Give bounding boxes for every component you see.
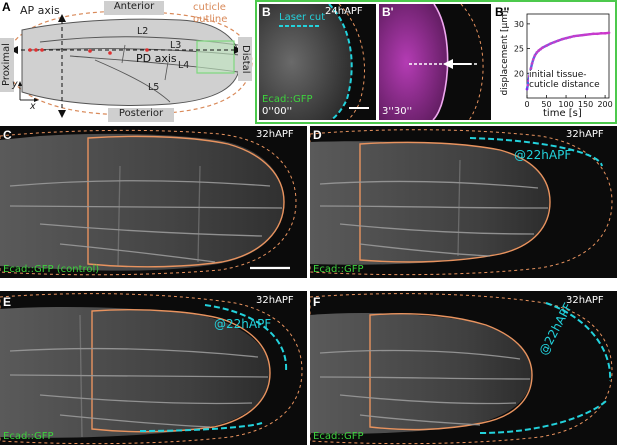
data-point [592, 32, 595, 36]
y-tick-label: 30 [514, 20, 524, 29]
panel-d-cut-label: @22hAPF [514, 148, 572, 162]
panel-label-bp: B' [382, 5, 394, 19]
data-point [603, 31, 607, 35]
panel-d-time: 32hAPF [566, 129, 604, 140]
x-tick-label: 100 [558, 100, 573, 109]
cuticle-outline [7, 10, 253, 116]
data-point [535, 51, 539, 54]
panel-f-marker: Ecad::GFP [313, 431, 364, 442]
panel-c-marker: Ecad::GFP (control) [3, 264, 100, 275]
panel-bpp: B'' 0 50 100 150 200 20 25 30 initial tissue- c… [493, 4, 613, 120]
chart-frame [526, 13, 610, 99]
data-point [537, 49, 541, 52]
anterior-label: Anterior [104, 1, 164, 15]
data-point [531, 58, 535, 61]
vein-label-l2: L2 [137, 26, 149, 37]
panel-b-timestamp: 0''00'' [262, 106, 293, 117]
vein-label-l4: L4 [178, 60, 190, 71]
data-point [526, 83, 530, 87]
panel-f: F 32hAPF @22hAPF Ecad::GFP [310, 291, 617, 445]
y-tick-label: 25 [514, 45, 524, 54]
highlight-region [196, 40, 235, 74]
distal-label: Distal [238, 37, 252, 81]
data-point [588, 32, 591, 36]
displacement-chart: 0 50 100 150 200 20 25 30 [514, 13, 613, 109]
vein-l5 [94, 59, 171, 103]
panel-label-e: E [3, 295, 12, 309]
panel-label-f: F [313, 295, 321, 309]
ap-axis-label: AP axis [20, 4, 60, 17]
chart-ylabel: displacement [μm] [500, 10, 510, 96]
chart-xlabel: time [s] [543, 108, 582, 119]
data-point [539, 47, 542, 51]
panel-label-a: A [2, 0, 11, 14]
data-point [576, 34, 580, 38]
panel-c: C 32hAPF Ecad::GFP (control) [0, 126, 307, 278]
data-point [599, 31, 603, 35]
data-point [607, 31, 611, 35]
data-point [560, 37, 564, 41]
data-point [553, 40, 556, 44]
data-point [556, 39, 560, 42]
data-point [584, 33, 587, 37]
panel-c-time: 32hAPF [256, 129, 294, 140]
x-tick-label: 50 [541, 100, 551, 109]
marker-dots [28, 48, 149, 55]
x-tick-label: 0 [524, 100, 529, 109]
panel-label-b: B [262, 5, 271, 19]
data-point [549, 42, 552, 45]
panel-b-frame [255, 0, 617, 124]
data-point [580, 33, 583, 37]
vein-label-l3: L3 [170, 40, 182, 51]
data-point [568, 35, 572, 39]
wing-schematic [7, 10, 253, 118]
panel-e: E 32hAPF @22hAPF Ecad::GFP [0, 291, 307, 445]
panel-d: D 32hAPF @22hAPF Ecad::GFP [310, 126, 617, 278]
panel-e-marker: Ecad::GFP [3, 431, 54, 442]
vein-label-l5: L5 [148, 82, 160, 93]
panel-label-c: C [3, 128, 12, 142]
panel-e-time: 32hAPF [256, 295, 294, 306]
data-point [595, 32, 599, 36]
data-point [545, 44, 548, 47]
x-tick-label: 200 [597, 100, 612, 109]
posterior-label: Posterior [108, 108, 174, 122]
y-axis-label: y [12, 79, 18, 90]
panel-e-cut-label: @22hAPF [214, 317, 272, 331]
panel-b: B 24hAPF Laser cut Ecad::GFP 0''00'' [259, 4, 376, 120]
data-point [533, 54, 537, 57]
x-tick-label: 150 [578, 100, 593, 109]
cuticle-outline-label: cuticle outline [193, 2, 228, 25]
panel-label-bpp: B'' [495, 5, 510, 19]
panel-b-marker: Ecad::GFP [262, 94, 313, 105]
data-point [541, 46, 544, 49]
panel-d-marker: Ecad::GFP [313, 264, 364, 275]
data-point [529, 67, 533, 70]
data-point [530, 62, 534, 65]
panel-b-cut-label: Laser cut [279, 12, 326, 23]
panel-b-time: 24hAPF [325, 6, 363, 17]
chart-annotation: initial tissue- cuticle distance [529, 70, 600, 90]
data-point [525, 87, 529, 91]
panel-bp: B' 3''30'' [379, 4, 491, 120]
data-point [572, 34, 576, 38]
panel-f-time: 32hAPF [566, 295, 604, 306]
pd-axis-label: PD axis [136, 52, 177, 65]
x-axis-label: x [30, 101, 36, 112]
data-point [564, 36, 568, 40]
panel-label-d: D [313, 128, 322, 142]
panel-bp-timestamp: 3''30'' [382, 106, 413, 117]
y-tick-label: 20 [514, 69, 524, 78]
